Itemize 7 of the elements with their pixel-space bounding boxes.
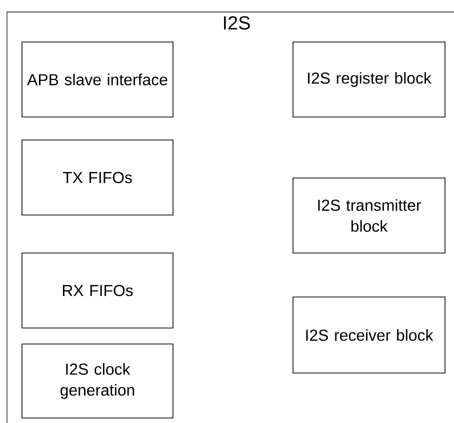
block-box: RX FIFOs (22, 252, 174, 328)
block-box: I2S receiver block (292, 296, 446, 374)
block-box: I2S clock generation (22, 344, 174, 418)
block-box: APB slave interface (22, 42, 174, 118)
block-box: TX FIFOs (22, 140, 174, 216)
block-box: I2S transmitter block (292, 178, 446, 254)
block-box: I2S register block (292, 42, 446, 118)
